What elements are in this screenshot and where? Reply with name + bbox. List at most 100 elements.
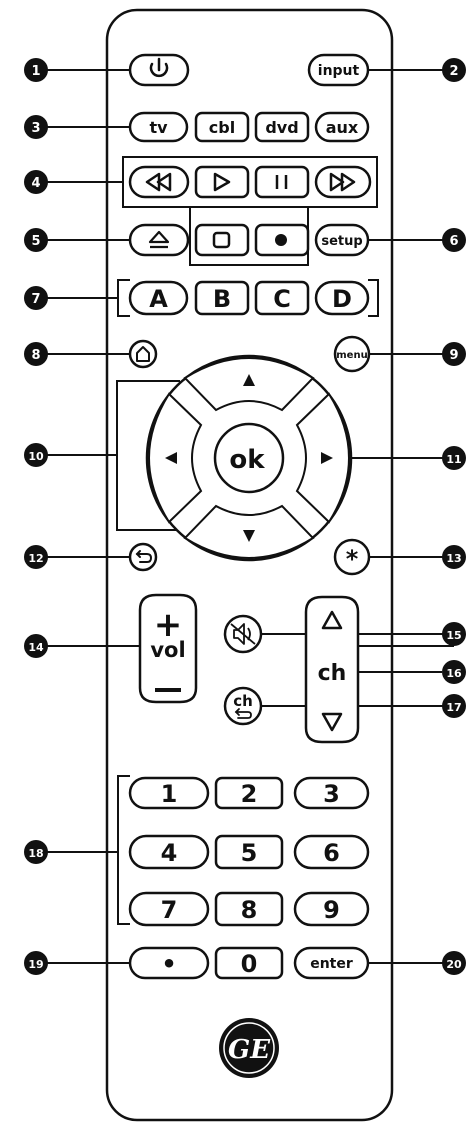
back-icon <box>135 550 153 563</box>
setup-button[interactable]: setup <box>314 223 370 257</box>
rewind-button[interactable] <box>128 165 190 199</box>
svg-text:GE: GE <box>228 1035 271 1065</box>
dpad-right-button[interactable] <box>295 392 350 524</box>
vol-up-button[interactable]: + <box>154 605 183 645</box>
callout-13: 13 <box>442 545 466 569</box>
ch-up-icon <box>321 610 343 630</box>
callout-19: 19 <box>24 951 48 975</box>
ch-down-button[interactable] <box>321 712 343 732</box>
dpad-up-button[interactable] <box>183 357 315 412</box>
tv-button[interactable]: tv <box>128 111 189 143</box>
num-8-label: 8 <box>241 896 258 924</box>
svg-text:4: 4 <box>31 176 40 191</box>
dot-label: • <box>161 950 176 978</box>
num-4-button[interactable]: 4 <box>128 834 210 870</box>
svg-text:11: 11 <box>446 453 461 466</box>
callout-3: 3 <box>24 115 48 139</box>
enter-button[interactable]: enter <box>293 946 370 980</box>
num-7-label: 7 <box>161 896 178 924</box>
eject-icon <box>148 230 170 249</box>
menu-button[interactable]: menu <box>333 335 371 373</box>
num-0-button[interactable]: 0 <box>214 946 284 980</box>
callout-12: 12 <box>24 545 48 569</box>
ok-button[interactable]: ok <box>213 422 285 494</box>
power-icon <box>149 57 169 78</box>
aux-button[interactable]: aux <box>314 111 370 143</box>
dpad-down-button[interactable] <box>183 504 315 559</box>
callout-15: 15 <box>442 622 466 646</box>
num-7-button[interactable]: 7 <box>128 891 210 927</box>
record-button[interactable] <box>254 223 310 257</box>
ch-rocker: ch <box>304 595 360 744</box>
vol-label: vol <box>150 638 185 662</box>
aux-label: aux <box>326 118 359 137</box>
c-button[interactable]: C <box>254 280 310 316</box>
a-button[interactable]: A <box>128 280 189 316</box>
star-label: * <box>346 545 359 573</box>
play-button[interactable] <box>194 165 250 199</box>
num-3-button[interactable]: 3 <box>293 776 370 810</box>
num-5-button[interactable]: 5 <box>214 834 284 870</box>
svg-text:8: 8 <box>31 348 40 363</box>
d-button[interactable]: D <box>314 280 370 316</box>
b-button[interactable]: B <box>194 280 250 316</box>
svg-text:19: 19 <box>28 958 43 971</box>
dot-button[interactable]: • <box>128 946 210 980</box>
ch-return-button[interactable]: ch <box>223 686 263 726</box>
mute-icon <box>230 623 256 645</box>
dvd-button[interactable]: dvd <box>254 111 310 143</box>
svg-text:12: 12 <box>28 552 43 565</box>
fast-forward-icon <box>329 172 356 192</box>
num-2-label: 2 <box>241 780 258 808</box>
callout-lines <box>36 69 454 964</box>
home-icon <box>136 346 150 362</box>
svg-text:2: 2 <box>449 64 458 79</box>
callout-badges: 1 2 3 4 5 6 7 8 9 10 11 12 13 14 15 16 1… <box>24 58 466 975</box>
callout-2: 2 <box>442 58 466 82</box>
cbl-button[interactable]: cbl <box>194 111 250 143</box>
ch-return-icon <box>234 708 252 719</box>
star-button[interactable]: * <box>333 538 371 576</box>
num-6-button[interactable]: 6 <box>293 834 370 870</box>
arrow-right-icon <box>321 452 333 464</box>
dvd-label: dvd <box>265 118 298 137</box>
num-9-button[interactable]: 9 <box>293 891 370 927</box>
num-4-label: 4 <box>161 839 178 867</box>
num-8-button[interactable]: 8 <box>214 891 284 927</box>
pause-button[interactable] <box>254 165 310 199</box>
callout-7: 7 <box>24 286 48 310</box>
svg-text:3: 3 <box>31 121 40 136</box>
ch-up-button[interactable] <box>321 610 343 630</box>
num-1-button[interactable]: 1 <box>128 776 210 810</box>
back-button[interactable] <box>128 542 158 572</box>
power-button[interactable] <box>128 53 190 87</box>
callout-8: 8 <box>24 342 48 366</box>
cbl-label: cbl <box>209 118 235 137</box>
mute-button[interactable] <box>223 614 263 654</box>
num-9-label: 9 <box>323 896 340 924</box>
input-label: input <box>318 63 360 79</box>
svg-text:16: 16 <box>446 667 462 680</box>
svg-text:5: 5 <box>31 234 40 249</box>
c-label: C <box>273 285 291 313</box>
callout-17: 17 <box>442 694 466 718</box>
menu-label: menu <box>336 350 367 361</box>
ge-logo: GE <box>219 1018 279 1078</box>
num-2-button[interactable]: 2 <box>214 776 284 810</box>
callout-10: 10 <box>24 443 48 467</box>
fast-forward-button[interactable] <box>314 165 372 199</box>
num-5-label: 5 <box>241 839 258 867</box>
home-button[interactable] <box>128 339 158 369</box>
record-icon <box>275 234 287 246</box>
stop-button[interactable] <box>194 223 250 257</box>
svg-text:10: 10 <box>28 450 44 463</box>
tv-label: tv <box>149 118 168 137</box>
svg-text:9: 9 <box>449 348 458 363</box>
eject-button[interactable] <box>128 223 190 257</box>
callout-20: 20 <box>442 951 466 975</box>
setup-label: setup <box>321 234 362 249</box>
vol-plus-label: + <box>154 605 183 645</box>
input-button[interactable]: input <box>307 53 370 87</box>
dpad-left-button[interactable] <box>148 392 203 524</box>
